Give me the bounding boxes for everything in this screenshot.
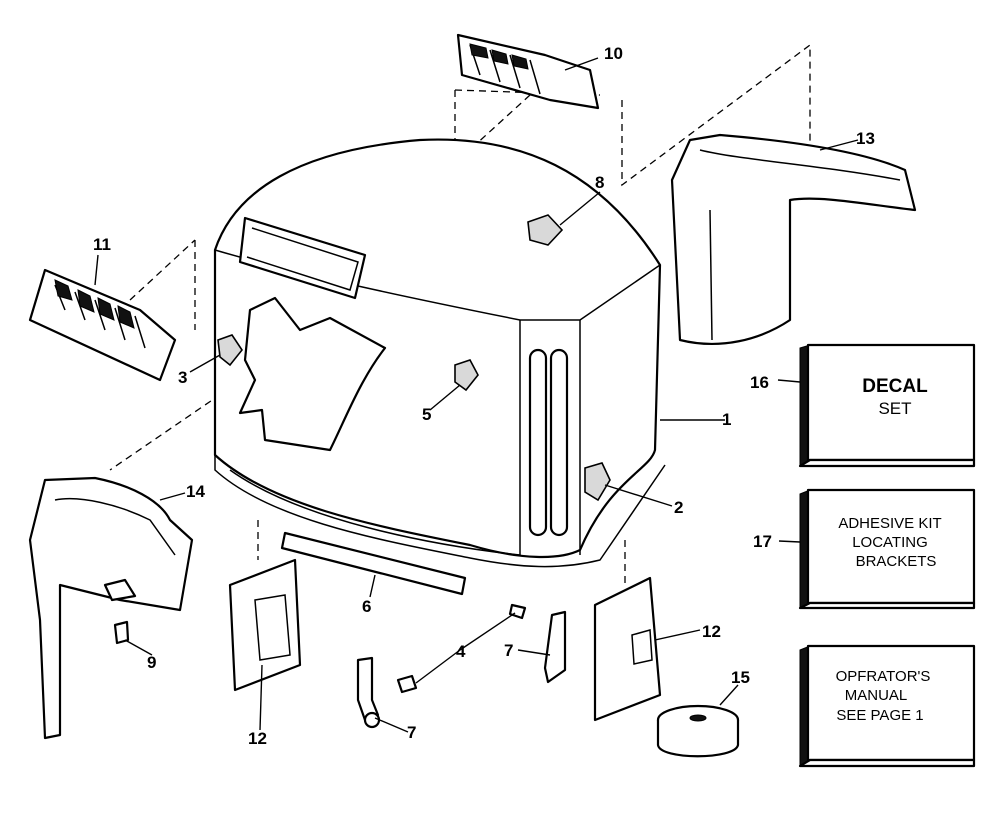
decal-set-box: DECAL SET xyxy=(798,343,976,468)
callout-7-right: 7 xyxy=(504,641,513,660)
adhesive-box-line-1: ADHESIVE KIT xyxy=(838,515,941,532)
callout-12-left: 12 xyxy=(248,729,267,748)
screw-part-4 xyxy=(396,603,527,694)
callout-17: 17 xyxy=(753,532,772,551)
callout-6: 6 xyxy=(362,597,371,616)
adhesive-patches xyxy=(217,214,611,502)
screw-part-9 xyxy=(113,620,130,645)
callout-labels: 1 2 3 4 5 6 7 7 8 9 10 11 12 12 13 14 15… xyxy=(93,44,875,748)
engine-cover-part-1 xyxy=(213,138,666,568)
bracket-part-7-left xyxy=(356,656,381,729)
adhesive-box-line-3: BRACKETS xyxy=(856,553,937,570)
side-vent-part-11 xyxy=(28,268,177,382)
callout-12-right: 12 xyxy=(702,622,721,641)
callout-9: 9 xyxy=(147,653,156,672)
callout-14: 14 xyxy=(186,482,205,501)
manual-box-line-1: OPFRATOR'S xyxy=(836,668,931,685)
manual-box-line-3: SEE PAGE 1 xyxy=(836,707,923,724)
adhesive-kit-box: ADHESIVE KIT LOCATING BRACKETS xyxy=(798,488,976,610)
plate-part-12-left xyxy=(228,558,302,692)
decal-box-line-2: SET xyxy=(878,399,911,418)
callout-16: 16 xyxy=(750,373,769,392)
callout-3: 3 xyxy=(178,368,187,387)
rear-cover-part-13 xyxy=(670,133,917,346)
callout-5: 5 xyxy=(422,405,431,424)
callout-11: 11 xyxy=(93,235,111,254)
spool-part-15 xyxy=(656,704,740,758)
top-vent-part-10 xyxy=(456,33,600,110)
callout-8: 8 xyxy=(595,173,604,192)
adhesive-box-line-2: LOCATING xyxy=(852,534,928,551)
decal-box-line-1: DECAL xyxy=(862,376,928,397)
callout-13: 13 xyxy=(856,129,875,148)
callout-4: 4 xyxy=(456,642,466,661)
lower-pan-part-14 xyxy=(28,476,194,740)
callout-10: 10 xyxy=(604,44,623,63)
operators-manual-box: OPFRATOR'S MANUAL SEE PAGE 1 xyxy=(798,644,976,768)
bracket-part-7-right xyxy=(543,610,567,684)
leader-lines xyxy=(94,57,859,733)
callout-15: 15 xyxy=(731,668,750,687)
trim-strip-part-6 xyxy=(280,531,467,596)
callout-2: 2 xyxy=(674,498,683,517)
plate-part-12-right xyxy=(593,576,662,722)
manual-box-line-2: MANUAL xyxy=(845,687,908,704)
callout-1: 1 xyxy=(722,410,731,429)
callout-7-left: 7 xyxy=(407,723,416,742)
